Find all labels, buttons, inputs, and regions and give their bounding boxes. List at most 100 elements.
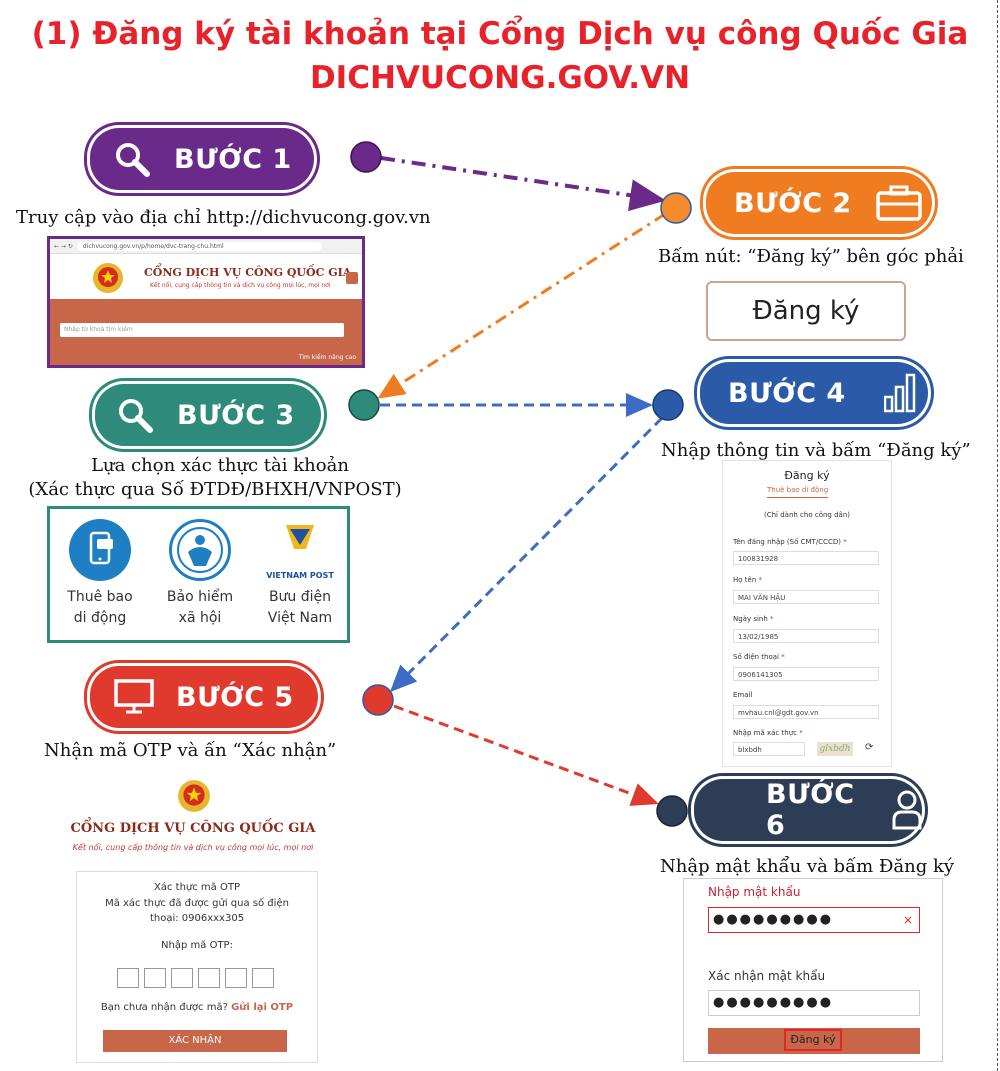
- otp-resend: Bạn chưa nhận được mã? Gửi lại OTP: [100, 1002, 294, 1013]
- step1-label: BƯỚC 1: [174, 143, 292, 175]
- step1-caption: Truy cập vào địa chỉ http://dichvucong.g…: [16, 207, 431, 228]
- otp-message-line2: thoại: 0906xxx305: [149, 913, 245, 924]
- option-vietnam-post: VIETNAM POST Bưu điện Việt Nam: [250, 509, 350, 629]
- briefcase-icon: [875, 185, 922, 221]
- field-email: mvhau.cnl@gdt.gov.vn: [733, 705, 879, 719]
- bar-chart-icon: [883, 373, 916, 413]
- step6-badge: BƯỚC 6: [694, 779, 922, 841]
- otp-confirm-button: XÁC NHẬN: [103, 1030, 287, 1052]
- tab-mobile-subscriber: Thuê bao di động: [767, 486, 829, 498]
- otp-heading: Xác thực mã OTP: [154, 882, 240, 893]
- monitor-icon: [114, 679, 154, 715]
- field-username: 100831928: [733, 551, 879, 565]
- step3-badge: BƯỚC 3: [95, 384, 321, 446]
- mobile-phone-icon: [69, 519, 131, 581]
- otp-card: Xác thực mã OTP Mã xác thực đã được gửi …: [76, 871, 318, 1063]
- node-step3: [348, 389, 380, 421]
- otp-digit-box: [198, 968, 220, 988]
- national-emblem-icon: [93, 263, 123, 293]
- otp-screenshot: CỔNG DỊCH VỤ CÔNG QUỐC GIA Kết nối, cung…: [58, 775, 328, 1065]
- resend-otp-link: Gửi lại OTP: [231, 1002, 294, 1013]
- user-icon: [892, 790, 922, 830]
- node-step5: [362, 684, 394, 716]
- step3-label: BƯỚC 3: [177, 399, 295, 431]
- field-label-phone: Số điện thoại *: [733, 653, 785, 661]
- browser-url: dichvucong.gov.vn/p/home/dvc-trang-chu.h…: [76, 241, 322, 251]
- arrow-step5-step6: [393, 704, 659, 806]
- password-field: ●●●●●●●●● ×: [708, 907, 920, 933]
- step4-label: BƯỚC 4: [728, 377, 846, 409]
- otp-portal-title: CỔNG DỊCH VỤ CÔNG QUỐC GIA: [70, 821, 316, 836]
- clear-icon: ×: [902, 913, 913, 927]
- menu-icon: [346, 272, 358, 284]
- option-social-insurance: Bảo hiểm xã hội: [150, 509, 250, 629]
- arrow-step4-step5: [389, 416, 664, 693]
- field-label-captcha: Nhập mã xác thực *: [733, 729, 803, 737]
- arrow-step2-step3: [377, 212, 666, 399]
- otp-digit-box: [117, 968, 139, 988]
- option-social-insurance-line1: Bảo hiểm: [166, 589, 234, 605]
- portal-subtitle: Kết nối, cung cấp thông tin và dịch vụ c…: [150, 282, 331, 289]
- verification-options: Thuê bao di động Bảo hiểm xã hội VIETNAM…: [47, 506, 350, 643]
- field-captcha: blxbdh: [733, 742, 805, 756]
- page-title-line2: DICHVUCONG.GOV.VN: [309, 60, 691, 96]
- magnifier-icon: [112, 139, 152, 179]
- confirm-password-field: ●●●●●●●●●: [708, 990, 920, 1016]
- step4-badge: BƯỚC 4: [700, 362, 928, 424]
- portal-header: CỔNG DỊCH VỤ CÔNG QUỐC GIA Kết nối, cung…: [50, 254, 362, 298]
- step3-caption-line2: (Xác thực qua Số ĐTDĐ/BHXH/VNPOST): [28, 479, 402, 500]
- option-mobile-line2: di động: [73, 610, 127, 626]
- password-label: Nhập mật khẩu: [708, 885, 801, 899]
- field-label-email: Email: [733, 691, 753, 699]
- register-form-note: (Chỉ dành cho công dân): [764, 511, 850, 519]
- otp-digit-box: [225, 968, 247, 988]
- arrow-step1-step2: [380, 156, 666, 212]
- step2-label: BƯỚC 2: [734, 187, 852, 219]
- confirm-password-label: Xác nhận mật khẩu: [708, 969, 826, 983]
- step5-caption: Nhận mã OTP và ấn “Xác nhận”: [44, 740, 337, 761]
- vietnam-post-logo-text: VIETNAM POST: [266, 571, 334, 580]
- refresh-icon: ⟳: [865, 742, 874, 753]
- otp-portal-subtitle: Kết nối, cung cấp thông tin và dịch vụ c…: [72, 843, 314, 852]
- magnifier-icon: [115, 395, 155, 435]
- password-screenshot: Nhập mật khẩu ●●●●●●●●● × Xác nhận mật k…: [683, 878, 943, 1062]
- password-submit-bar: Đăng ký: [708, 1028, 920, 1054]
- step5-label: BƯỚC 5: [176, 681, 294, 713]
- portal-title: CỔNG DỊCH VỤ CÔNG QUỐC GIA: [144, 266, 352, 279]
- password-register-button: Đăng ký: [784, 1029, 842, 1051]
- advanced-search-link: Tìm kiếm nâng cao: [298, 354, 356, 361]
- step2-caption: Bấm nút: “Đăng ký” bên góc phải: [658, 246, 964, 267]
- field-phone: 0906141305: [733, 667, 879, 681]
- step2-badge: BƯỚC 2: [706, 172, 932, 234]
- register-button-sample: Đăng ký: [706, 281, 906, 341]
- step1-badge: BƯỚC 1: [90, 128, 314, 190]
- option-vietnam-post-line1: Bưu điện: [268, 589, 332, 605]
- browser-nav-icons: ← → ↻: [54, 242, 73, 250]
- registration-form-screenshot: Đăng ký Thuê bao di động (Chỉ dành cho c…: [722, 460, 892, 767]
- option-mobile: Thuê bao di động: [50, 509, 150, 629]
- node-step6: [656, 795, 688, 827]
- field-label-birthdate: Ngày sinh *: [733, 615, 774, 623]
- step6-caption: Nhập mật khẩu và bấm Đăng ký: [660, 856, 955, 877]
- otp-input-label: Nhập mã OTP:: [161, 940, 233, 951]
- step4-caption: Nhập thông tin và bấm “Đăng ký”: [661, 440, 971, 461]
- browser-address-bar: ← → ↻ dichvucong.gov.vn/p/home/dvc-trang…: [50, 239, 362, 254]
- captcha-image: glxbdh: [817, 742, 853, 756]
- dichvucong-homepage-screenshot: ← → ↻ dichvucong.gov.vn/p/home/dvc-trang…: [47, 236, 365, 368]
- field-fullname: MAI VĂN HẬU: [733, 590, 879, 604]
- field-label-username: Tên đăng nhập (Số CMT/CCCD) *: [733, 538, 847, 546]
- otp-digit-box: [252, 968, 274, 988]
- otp-message-line1: Mã xác thực đã được gửi qua số điện: [105, 898, 289, 909]
- field-birthdate: 13/02/1985: [733, 629, 879, 643]
- step5-badge: BƯỚC 5: [90, 666, 318, 728]
- node-step4: [652, 389, 684, 421]
- portal-search-input: Nhập từ khoá tìm kiếm: [60, 323, 344, 337]
- option-mobile-line1: Thuê bao: [67, 589, 133, 605]
- step6-label: BƯỚC 6: [766, 779, 855, 841]
- portal-search-area: Nhập từ khoá tìm kiếm Tìm kiếm nâng cao: [50, 299, 362, 365]
- step3-caption-line1: Lựa chọn xác thực tài khoản: [91, 455, 349, 476]
- node-step2: [660, 192, 692, 224]
- field-label-fullname: Họ tên *: [733, 576, 762, 584]
- register-form-title: Đăng ký: [784, 469, 830, 482]
